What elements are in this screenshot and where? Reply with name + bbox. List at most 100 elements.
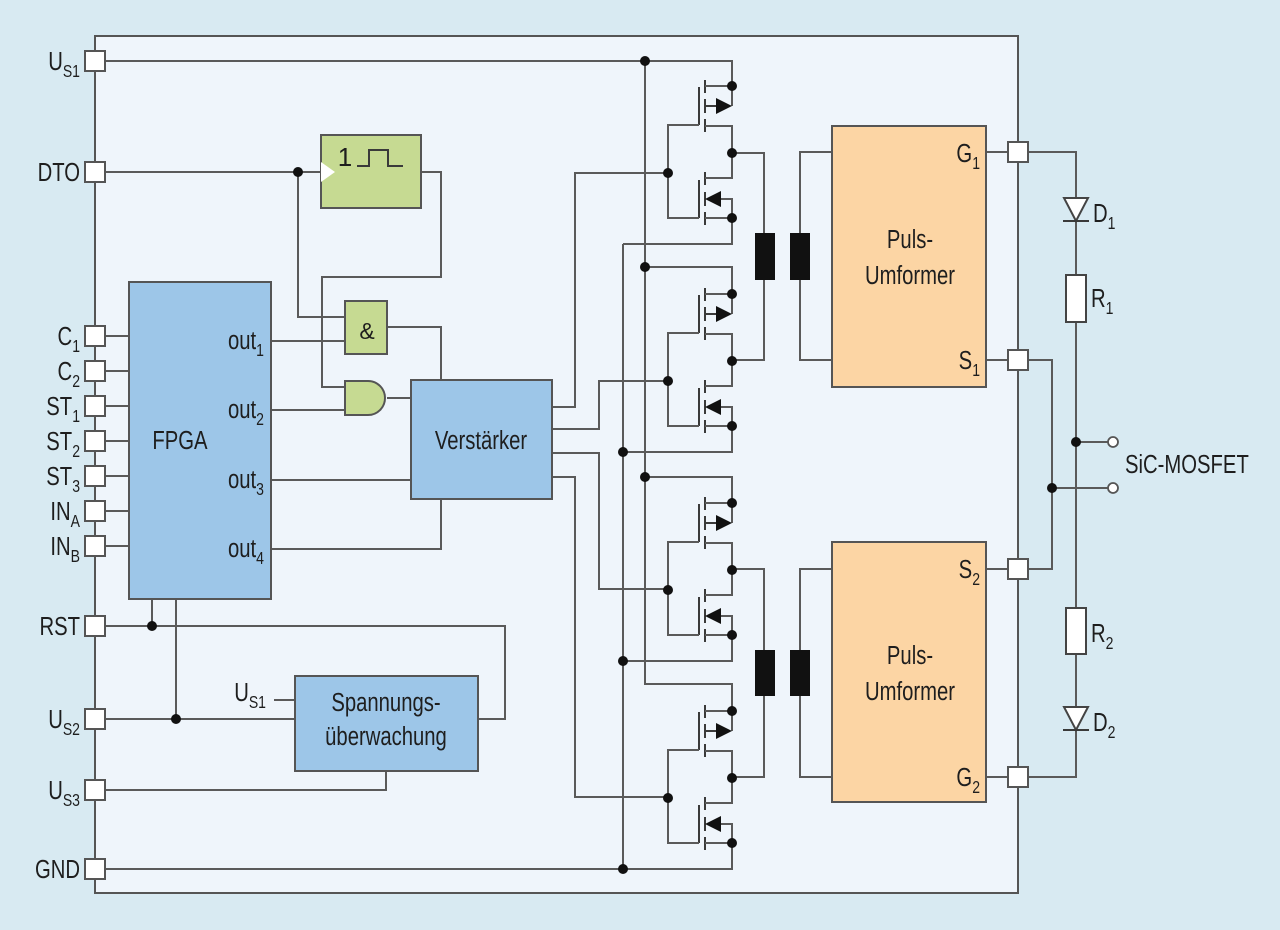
junction-dot [727,773,737,783]
pin-label-st1: ST1 [46,392,80,427]
wire-transformer-2-secondary-bottom [799,696,832,778]
label-main: G [956,139,972,168]
pulse-transformer-2-g2-label: G2 [956,763,980,798]
sic-mosfet-label: SiC-MOSFET [1125,450,1249,479]
junction-dot [727,289,737,299]
gate-output-terminal [1107,436,1119,448]
source-lead [705,542,733,570]
label-main: IN [50,497,70,526]
fpga-output-labels: out1 out2 out3 out4 [228,326,264,569]
wire-us1-supply [105,60,733,86]
pulse-transformer-1-g1-label: G1 [956,139,980,174]
label-main: C [58,322,73,351]
body-lead [721,198,733,218]
junction-dot [727,630,737,640]
source-lead [705,750,733,778]
label-main: out [228,395,257,424]
pin-gnd [84,858,106,880]
mosfet-low-side [698,570,733,642]
junction-dot [618,864,628,874]
amplifier-block [410,379,553,500]
and-block [344,300,388,355]
label-subscript: S1 [249,692,266,712]
voltage-monitor-input-label: US1 [234,678,266,713]
pulse-waveform-icon [357,149,403,167]
right-pins [1007,141,1029,788]
label-subscript: 2 [1106,633,1114,653]
clock-input-triangle-icon [321,162,335,182]
junction-dot [727,81,737,91]
half-bridge-1 [623,80,737,245]
pin-label-c1: C1 [58,322,80,357]
half-bridge-3 [618,497,737,666]
diode-triangle-icon [1062,706,1090,733]
amplifier-label: Verstärker [435,426,528,455]
r1-label: R1 [1091,284,1113,319]
pulse-transformer-2-label-line1: Puls- [887,641,933,670]
junction-dot [663,376,673,386]
ground-return-wire [623,843,733,870]
junction-dot [727,498,737,508]
label-subscript: 2 [72,371,80,391]
body-arrow-icon [716,723,732,739]
junction-dot [727,838,737,848]
label-subscript: S2 [63,719,80,739]
label-main: ST [46,427,72,456]
fpga-label: FPGA [152,426,208,455]
label-main: ST [46,462,72,491]
wire-dto-to-and [297,172,345,318]
pulse-transformer-1-label-line2: Umformer [865,261,955,290]
label-subscript: 4 [256,548,264,568]
wire-out4 [271,499,442,550]
fpga-block [128,281,272,600]
label-main: out [228,465,257,494]
pin-us1 [84,50,106,72]
label-main: U [48,776,63,805]
pin-g1 [1007,141,1029,163]
fpga-out2-label: out2 [228,395,264,430]
pin-rst [84,615,106,637]
label-main: out [228,534,257,563]
ground-return-wire [623,218,733,245]
wire-g1-to-d1 [1028,151,1077,198]
label-subscript: 2 [972,777,980,797]
diode-triangle-icon [1062,197,1090,224]
pin-label-us2: US2 [48,705,80,740]
junction-dot [727,213,737,223]
pin-label-us1: US1 [48,47,80,82]
label-subscript: 1 [256,340,264,360]
junction-dot [727,148,737,158]
pulse-transformer-2-s2-label: S2 [959,555,980,590]
junction-dot [640,56,650,66]
pin-label-us3: US3 [48,776,80,811]
mosfet-low-side [698,153,733,225]
pin-s1 [1007,349,1029,371]
pin-label-inb: INB [50,532,80,567]
pin-label-gnd: GND [35,855,80,884]
label-subscript: A [71,511,81,531]
wire-amp-to-gate-3 [552,452,668,590]
source-lead [705,333,733,361]
label-subscript: 1 [1108,213,1116,233]
label-main: G [956,763,972,792]
transformer-secondary-winding [790,650,810,696]
drain-lead [705,361,733,387]
label-main: R [1091,284,1106,313]
wire-amp-to-gate-4 [552,476,668,798]
r2-label: R2 [1091,619,1113,654]
d2-label: D2 [1093,708,1115,743]
label-subscript: 2 [972,569,980,589]
label-subscript: B [71,546,80,566]
label-subscript: 2 [72,441,80,461]
label-main: ST [46,392,72,421]
diode-d1 [1062,197,1090,224]
source-lead [705,125,733,153]
junction-dot [663,585,673,595]
pin-label-ina: INA [50,497,80,532]
left-pins [84,50,106,880]
label-main: C [58,357,73,386]
body-arrow-icon [705,191,721,207]
left-pin-labels: US1 DTO C1 C2 ST1 ST2 ST3 INA INB RST US… [35,47,80,884]
wire-us1-rail [644,61,733,712]
transformer-secondary-winding [790,233,810,280]
